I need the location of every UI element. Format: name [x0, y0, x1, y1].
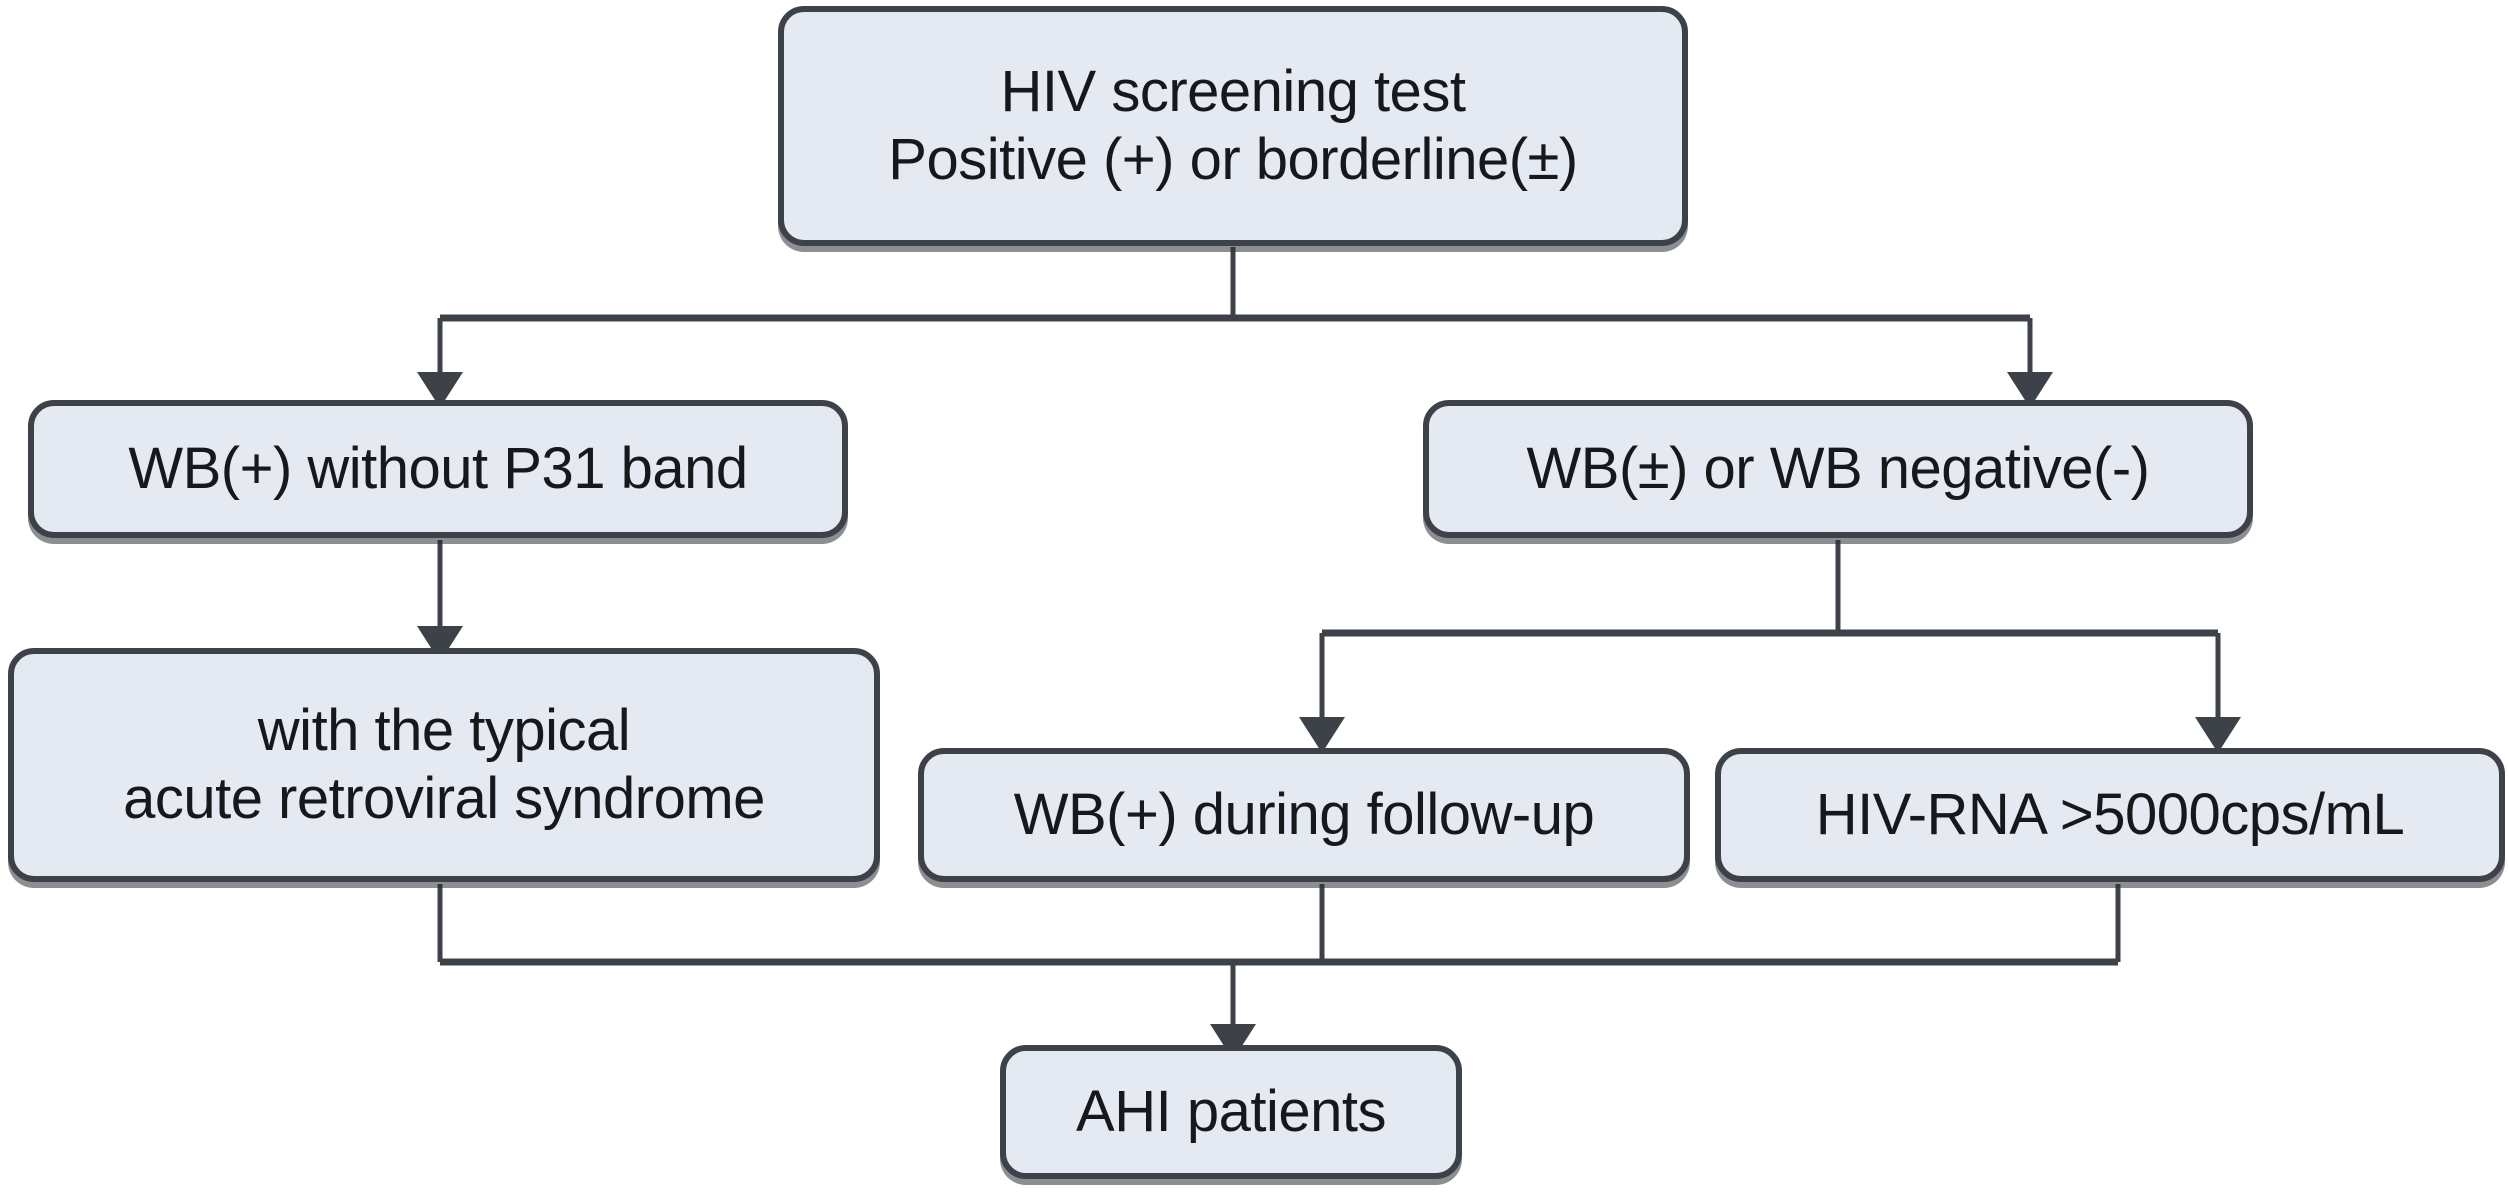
node-typical-acute-retroviral-syndrome[interactable]: with the typical acute retroviral syndro…	[8, 648, 880, 882]
node-wb-positive-without-p31-band[interactable]: WB(+) without P31 band	[28, 400, 848, 538]
node-wb-positive-without-p31-band-label: WB(+) without P31 band	[128, 436, 748, 502]
node-ahi-patients[interactable]: AHI patients	[1000, 1045, 1462, 1179]
node-wb-borderline-or-negative[interactable]: WB(±) or WB negative(-)	[1423, 400, 2253, 538]
node-ahi-patients-label: AHI patients	[1076, 1079, 1386, 1145]
node-hiv-rna-above-5000-label: HIV-RNA >5000cps/mL	[1815, 782, 2405, 848]
edge-wb-borderline-to-split2	[1322, 540, 2218, 637]
edge-merge-to-ahi	[437, 884, 2121, 1060]
node-hiv-screening-test[interactable]: HIV screening test Positive (+) or borde…	[778, 6, 1688, 246]
node-hiv-rna-above-5000[interactable]: HIV-RNA >5000cps/mL	[1715, 748, 2505, 882]
node-wb-borderline-or-negative-label: WB(±) or WB negative(-)	[1526, 436, 2150, 502]
node-typical-acute-retroviral-syndrome-label: with the typical acute retroviral syndro…	[123, 698, 765, 831]
node-hiv-screening-test-label: HIV screening test Positive (+) or borde…	[888, 59, 1578, 192]
node-wb-positive-during-follow-up[interactable]: WB(+) during follow-up	[918, 748, 1690, 882]
node-wb-positive-during-follow-up-label: WB(+) during follow-up	[1013, 782, 1595, 848]
edge-screening-to-split	[440, 247, 2030, 322]
